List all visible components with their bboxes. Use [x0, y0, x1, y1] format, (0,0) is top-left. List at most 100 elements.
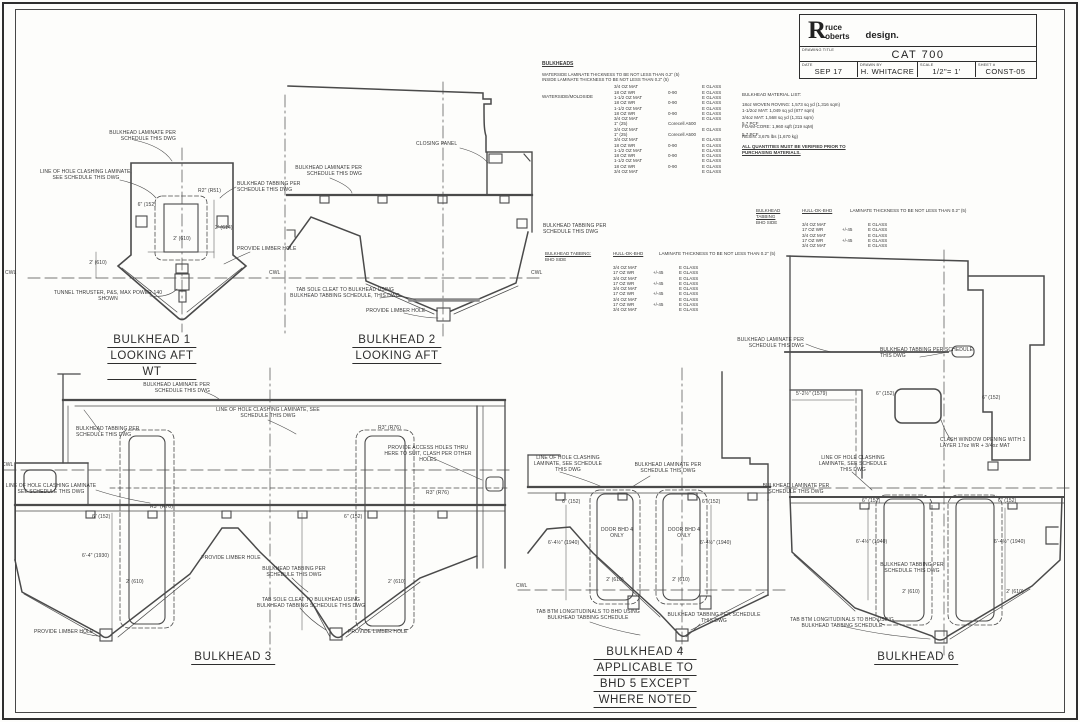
schedule-cell: 17 OZ WR [802, 227, 824, 233]
schedule-cell: 3/4 OZ MAT [614, 169, 639, 175]
schedule-cell: E GLASS [702, 105, 722, 111]
schedule-row: 3/4 OZ MAT E GLASS [614, 84, 772, 89]
annotation-label: 2' (610) [672, 577, 690, 583]
schedule-cell: E GLASS [702, 153, 722, 159]
schedule-cell: 3/4 OZ MAT [802, 222, 827, 227]
annotation-label: 6'-4½" (1940) [700, 540, 732, 546]
schedule-cell: 17 OZ WR [613, 280, 635, 286]
schedule-cell: Corecell A500 [668, 131, 697, 137]
schedule-cell: E GLASS [702, 142, 722, 148]
view-title-line: BULKHEAD 6 [874, 651, 958, 665]
schedule-cell: 17 OZ WR [613, 302, 635, 308]
schedule-cell: 3/4 OZ MAT [613, 275, 638, 281]
drawn-by-value: H. WHITACRE [860, 66, 915, 76]
schedule-title: BULKHEADS [542, 61, 574, 67]
annotation-label: PROVIDE LIMBER HOLE [201, 555, 261, 561]
schedule-cell: 3/4 OZ MAT [614, 126, 639, 132]
schedule-cell: +/-45 [842, 227, 853, 233]
annotation-label: BULKHEAD TABBING PER SCHEDULE THIS DWG [76, 426, 140, 438]
schedule-cell: +/-45 [653, 270, 664, 276]
schedule-cell: 5.7 PCF [742, 131, 759, 137]
annotation-label: BULKHEAD LAMINATE PER SCHEDULE THIS DWG [762, 483, 830, 495]
material-list-items: 18oz WOVEN ROVING: 1,573 sq yd (1,316 sq… [742, 102, 876, 140]
view-title: BULKHEAD 6 [874, 651, 958, 667]
schedule-cell: 1-1/2 OZ MAT [614, 158, 643, 164]
schedule-cell: E GLASS [679, 296, 699, 302]
schedule-cell: 0-90 [668, 89, 678, 95]
annotation-label: R3" (R76) [150, 504, 173, 510]
schedule-side-label: WATERSIDE/MOLDSIDE [542, 94, 594, 99]
annotation-label: 2' (610) [173, 236, 191, 242]
schedule-cell: 18 OZ WR [614, 163, 636, 169]
laminate-schedule: BULKHEADS WATERSIDE LAMINATE THICKNESS T… [542, 61, 772, 174]
schedule-cell: E GLASS [679, 275, 699, 281]
sheet-number-value: CONST-05 [985, 66, 1026, 76]
annotation-label: BULKHEAD LAMINATE PER SCHEDULE THIS DWG [295, 165, 362, 177]
drawn-by-label: DRAWN BY [860, 63, 882, 67]
annotation-label: CWL [516, 583, 528, 589]
schedule-cell: Corecell A500 [668, 121, 697, 127]
bulkhead-4-view [517, 367, 789, 651]
annotation-label: R3" (R76) [426, 490, 449, 496]
schedule-cell: 18 OZ WR [614, 142, 636, 148]
schedule-cell: 18 OZ WR [614, 153, 636, 159]
schedule-cell: E GLASS [868, 222, 888, 227]
schedule-cell: E GLASS [702, 116, 722, 122]
logo-line2: oberts [825, 31, 850, 41]
material-item: FOAM-CORE: 1,960 sqft (219 sqM) [742, 124, 814, 130]
view-title-line: BULKHEAD 1 [107, 334, 197, 348]
annotation-label: BULKHEAD TABBING PER SCHEDULE THIS DWG [880, 562, 944, 574]
annotation-label: 5'-2½" (1579) [796, 391, 828, 397]
annotation-label: TAB BTM LONGITUDINALS TO BHD USING BULKH… [536, 609, 640, 621]
schedule-cell: 1-1/2 OZ MAT [614, 94, 643, 100]
tabbing-title: BULKHEAD TABBING: [545, 251, 592, 256]
material-list: BULKHEAD MATERIAL LIST: 18oz WOVEN ROVIN… [742, 92, 876, 156]
schedule-row: 3/4 OZ MAT E GLASS [802, 222, 1006, 227]
bulkhead-2-view [271, 81, 543, 341]
annotation-label: 2' (610) [902, 589, 920, 595]
schedule-cell: 3/4 OZ MAT [614, 84, 639, 90]
annotation-label: BULKHEAD LAMINATE PER SCHEDULE THIS DWG [143, 382, 210, 394]
schedule-cell: 0-90 [668, 153, 678, 159]
schedule-cell: 3/4 OZ MAT [613, 296, 638, 302]
drawn-by-cell: DRAWN BY H. WHITACRE [858, 62, 918, 77]
drawing-title-label: DRAWING TITLE [802, 48, 835, 52]
material-list-title: BULKHEAD MATERIAL LIST: [742, 92, 802, 97]
view-title-line: BHD 5 EXCEPT [593, 678, 697, 692]
schedule-row: 3/4 OZ MAT E GLASS [613, 297, 795, 302]
annotation-label: PROVIDE LIMBER HOLE [348, 629, 408, 635]
annotation-label: PROVIDE ACCESS HOLES THRU HERE TO SUIT, … [384, 445, 472, 463]
schedule-cell: 0-90 [668, 163, 678, 169]
annotation-label: 6" (152) [876, 391, 895, 397]
schedule-cell: 3/4 OZ MAT [614, 137, 639, 143]
schedule-cell: 3/4 OZ MAT [802, 232, 827, 238]
annotation-label: CLASH WINDOW OPENING WITH 1 LAYER 17oz W… [940, 437, 1026, 449]
annotation-label: LINE OF HOLE CLASHING LAMINATE SEE SCHED… [5, 483, 97, 495]
tabbing-col-header: HULL-DK-BHD [802, 208, 833, 213]
schedule-cell: +/-45 [653, 280, 664, 286]
title-block-bottom-row: DATE SEP 17 DRAWN BY H. WHITACRE SCALE 1… [800, 62, 1036, 77]
annotation-label: 6" (152) [982, 395, 1001, 401]
annotation-label: LINE OF HOLE CLASHING LAMINATE, SEE SCHE… [216, 407, 320, 419]
annotation-label: 6" (152) [344, 514, 363, 520]
schedule-cell: E GLASS [702, 84, 722, 90]
annotation-label: BULKHEAD LAMINATE PER SCHEDULE THIS DWG [737, 337, 804, 349]
schedule-cell: 18 OZ WR [614, 89, 636, 95]
schedule-note: WATERSIDE LAMINATE THICKNESS TO BE NOT L… [542, 72, 680, 77]
annotation-label: LINE OF HOLE CLASHING LAMINATE, SEE SCHE… [40, 169, 132, 181]
scale-value: 1/2"= 1' [932, 66, 961, 76]
schedule-cell: E GLASS [868, 232, 888, 238]
logo-line1: ruce [825, 23, 842, 33]
annotation-label: PROVIDE LIMBER HOLE [34, 629, 94, 635]
schedule-cell: E GLASS [702, 89, 722, 95]
annotation-label: 2' (610) [1006, 589, 1024, 595]
